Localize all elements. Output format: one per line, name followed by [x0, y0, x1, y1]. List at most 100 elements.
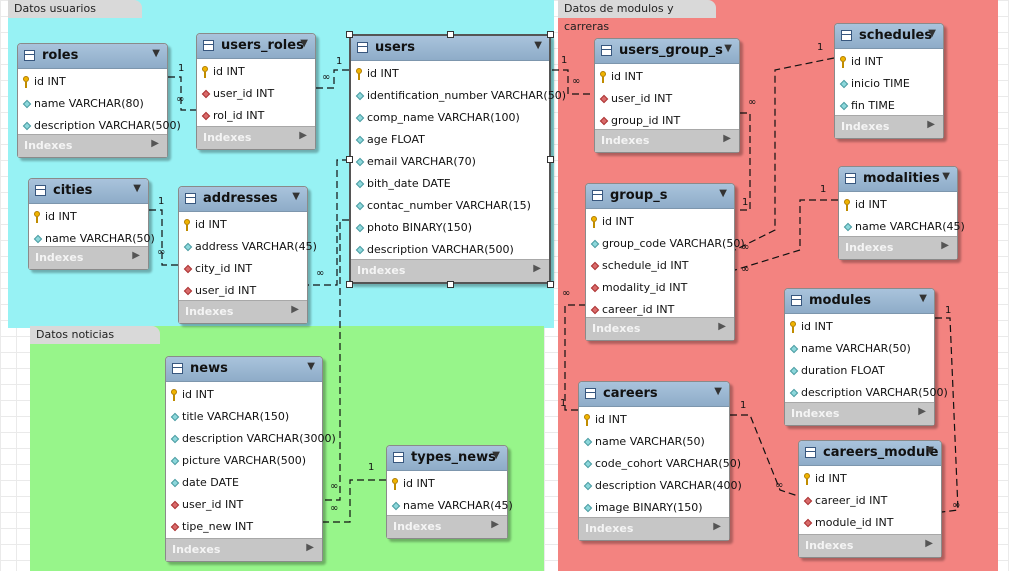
chevron-right-icon[interactable]: ▶ — [291, 304, 299, 315]
column-row[interactable]: id INT — [579, 409, 729, 431]
table-cities[interactable]: cities ▼ id INT name VARCHAR(50) Indexes… — [28, 178, 155, 270]
column-row[interactable]: id INT — [197, 61, 315, 83]
chevron-down-icon[interactable]: ▼ — [300, 38, 308, 49]
chevron-right-icon[interactable]: ▶ — [132, 250, 140, 261]
column-row[interactable]: name VARCHAR(80) — [18, 93, 167, 115]
column-row[interactable]: duration FLOAT — [785, 360, 934, 382]
column-row[interactable]: id INT — [586, 211, 734, 233]
indexes-footer[interactable]: Indexes▶ — [579, 517, 729, 540]
chevron-down-icon[interactable]: ▼ — [133, 183, 141, 194]
column-row[interactable]: contac_number VARCHAR(15) — [351, 195, 549, 217]
column-row[interactable]: id INT — [179, 214, 307, 236]
chevron-down-icon[interactable]: ▼ — [928, 28, 936, 39]
column-row[interactable]: module_id INT — [799, 512, 941, 534]
table-header[interactable]: careers_module ▼ — [799, 441, 941, 466]
column-row[interactable]: id INT — [18, 71, 167, 93]
column-row[interactable]: user_id INT — [197, 83, 315, 105]
table-header[interactable]: careers ▼ — [579, 382, 729, 407]
table-addresses[interactable]: addresses ▼ id INT address VARCHAR(45) c… — [178, 186, 317, 324]
column-row[interactable]: id INT — [595, 66, 739, 88]
column-row[interactable]: id INT — [166, 384, 322, 406]
chevron-right-icon[interactable]: ▶ — [151, 138, 159, 149]
chevron-right-icon[interactable]: ▶ — [925, 538, 933, 549]
column-row[interactable]: inicio TIME — [835, 73, 943, 95]
column-row[interactable]: user_id INT — [166, 494, 322, 516]
column-row[interactable]: rol_id INT — [197, 105, 315, 127]
column-row[interactable]: description VARCHAR(500) — [18, 115, 181, 137]
chevron-down-icon[interactable]: ▼ — [919, 293, 927, 304]
resize-handle[interactable] — [346, 281, 353, 288]
indexes-footer[interactable]: Indexes▶ — [839, 236, 957, 259]
chevron-down-icon[interactable]: ▼ — [152, 48, 160, 59]
column-row[interactable]: date DATE — [166, 472, 322, 494]
indexes-footer[interactable]: Indexes▶ — [166, 538, 322, 561]
column-row[interactable]: modality_id INT — [586, 277, 734, 299]
column-row[interactable]: id INT — [799, 468, 941, 490]
column-row[interactable]: age FLOAT — [351, 129, 549, 151]
column-row[interactable]: code_cohort VARCHAR(50) — [579, 453, 741, 475]
chevron-right-icon[interactable]: ▶ — [918, 406, 926, 417]
chevron-down-icon[interactable]: ▼ — [534, 40, 542, 51]
column-row[interactable]: description VARCHAR(500) — [351, 239, 549, 261]
column-row[interactable]: name VARCHAR(50) — [29, 228, 155, 250]
column-row[interactable]: user_id INT — [595, 88, 739, 110]
indexes-footer[interactable]: Indexes▶ — [785, 402, 934, 425]
chevron-down-icon[interactable]: ▼ — [942, 171, 950, 182]
column-row[interactable]: image BINARY(150) — [579, 497, 729, 519]
chevron-right-icon[interactable]: ▶ — [941, 240, 949, 251]
chevron-right-icon[interactable]: ▶ — [713, 521, 721, 532]
table-header[interactable]: users ▼ — [351, 36, 549, 61]
column-row[interactable]: name VARCHAR(50) — [579, 431, 729, 453]
column-row[interactable]: description VARCHAR(400) — [579, 475, 742, 497]
column-row[interactable]: id INT — [351, 63, 549, 85]
column-row[interactable]: fin TIME — [835, 95, 943, 117]
table-users[interactable]: users ▼ id INT identification_number VAR… — [349, 34, 566, 284]
column-row[interactable]: user_id INT — [179, 280, 307, 302]
chevron-right-icon[interactable]: ▶ — [718, 321, 726, 332]
chevron-right-icon[interactable]: ▶ — [533, 263, 541, 274]
column-row[interactable]: tipe_new INT — [166, 516, 322, 538]
table-users-roles[interactable]: users_roles ▼ id INT user_id INT rol_id … — [196, 33, 316, 150]
table-header[interactable]: schedules ▼ — [835, 24, 943, 49]
table-header[interactable]: users_roles ▼ — [197, 34, 315, 59]
chevron-down-icon[interactable]: ▼ — [926, 445, 934, 456]
table-header[interactable]: modalities ▼ — [839, 167, 957, 192]
resize-handle[interactable] — [447, 31, 454, 38]
resize-handle[interactable] — [547, 31, 554, 38]
chevron-down-icon[interactable]: ▼ — [292, 191, 300, 202]
indexes-footer[interactable]: Indexes▶ — [29, 246, 148, 269]
table-schedules[interactable]: schedules ▼ id INT inicio TIME fin TIME … — [834, 23, 944, 139]
column-row[interactable]: career_id INT — [586, 299, 734, 321]
column-row[interactable]: address VARCHAR(45) — [179, 236, 317, 258]
table-types-news[interactable]: types_news ▼ id INT name VARCHAR(45) Ind… — [386, 445, 513, 539]
table-header[interactable]: roles ▼ — [18, 44, 167, 69]
column-row[interactable]: description VARCHAR(500) — [785, 382, 948, 404]
column-row[interactable]: identification_number VARCHAR(50) — [351, 85, 566, 107]
column-row[interactable]: photo BINARY(150) — [351, 217, 549, 239]
column-row[interactable]: id INT — [839, 194, 957, 216]
column-row[interactable]: id INT — [387, 473, 507, 495]
column-row[interactable]: email VARCHAR(70) — [351, 151, 549, 173]
table-news[interactable]: news ▼ id INT title VARCHAR(150) descrip… — [165, 356, 336, 562]
table-group-s[interactable]: group_s ▼ id INT group_code VARCHAR(50) … — [585, 183, 745, 341]
resize-handle[interactable] — [346, 156, 353, 163]
table-header[interactable]: group_s ▼ — [586, 184, 734, 209]
table-careers-module[interactable]: careers_module ▼ id INT career_id INT mo… — [798, 440, 942, 558]
column-row[interactable]: name VARCHAR(45) — [839, 216, 965, 238]
indexes-footer[interactable]: Indexes▶ — [799, 534, 941, 557]
table-header[interactable]: addresses ▼ — [179, 187, 307, 212]
column-row[interactable]: name VARCHAR(45) — [387, 495, 513, 517]
chevron-down-icon[interactable]: ▼ — [719, 188, 727, 199]
column-row[interactable]: city_id INT — [179, 258, 307, 280]
chevron-down-icon[interactable]: ▼ — [724, 43, 732, 54]
column-row[interactable]: picture VARCHAR(500) — [166, 450, 322, 472]
chevron-right-icon[interactable]: ▶ — [306, 542, 314, 553]
chevron-right-icon[interactable]: ▶ — [299, 130, 307, 141]
table-header[interactable]: news ▼ — [166, 357, 322, 382]
column-row[interactable]: name VARCHAR(50) — [785, 338, 934, 360]
column-row[interactable]: comp_name VARCHAR(100) — [351, 107, 549, 129]
resize-handle[interactable] — [346, 31, 353, 38]
column-row[interactable]: id INT — [29, 206, 148, 228]
chevron-right-icon[interactable]: ▶ — [927, 119, 935, 130]
column-row[interactable]: schedule_id INT — [586, 255, 734, 277]
